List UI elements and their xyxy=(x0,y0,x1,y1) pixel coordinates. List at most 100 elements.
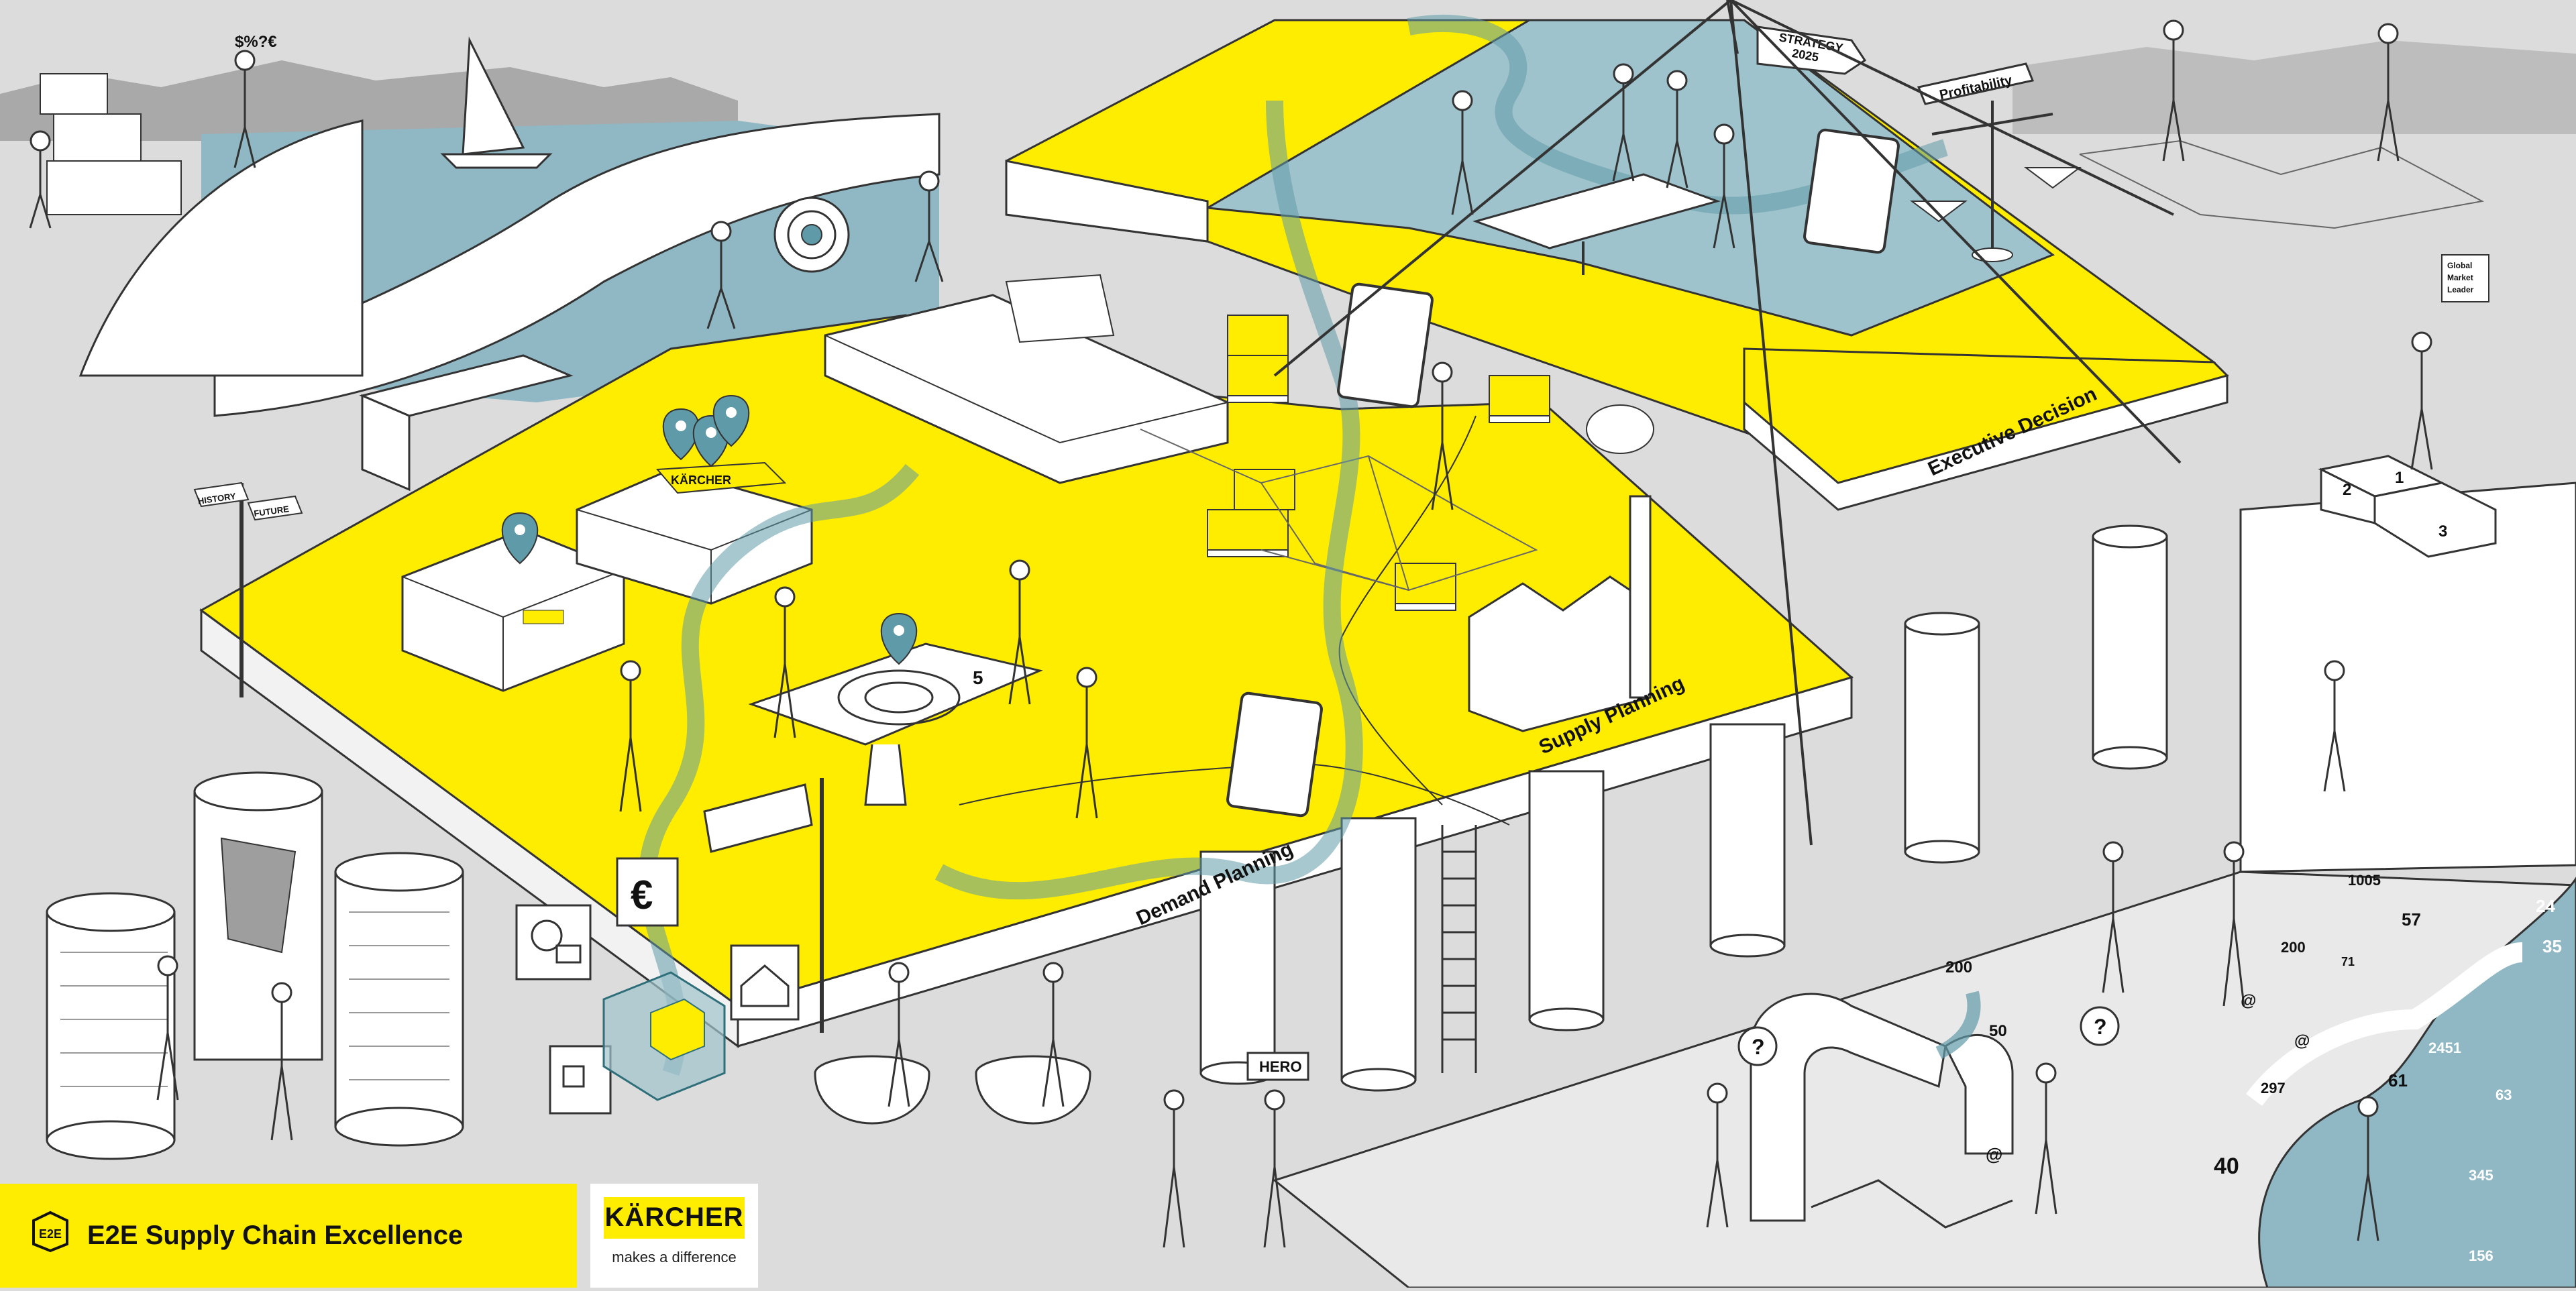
footer-title: E2E Supply Chain Excellence xyxy=(87,1221,464,1250)
number-label: 5 xyxy=(973,667,983,688)
number-label: 57 xyxy=(2402,909,2421,930)
number-label: 50 xyxy=(1989,1022,2007,1040)
location-pin-icon xyxy=(712,394,750,447)
number-label: 63 xyxy=(2496,1086,2512,1103)
person xyxy=(2222,841,2245,1007)
pillar xyxy=(1709,723,1786,958)
hero-sign: HERO xyxy=(1246,1052,1309,1081)
brand-footer xyxy=(0,1184,577,1288)
karcher-tagline: makes a difference xyxy=(612,1249,737,1266)
person xyxy=(233,50,256,168)
right-wall xyxy=(2239,482,2576,873)
number-label: 71 xyxy=(2341,955,2355,968)
person xyxy=(1713,123,1735,249)
location-pins xyxy=(501,394,918,665)
pillar xyxy=(1528,770,1605,1031)
number-label: 156 xyxy=(2469,1247,2493,1264)
pallet xyxy=(1227,315,1289,403)
number-label: 61 xyxy=(2388,1070,2408,1090)
question-bubbles: ? ? xyxy=(1737,1006,2120,1066)
pillar xyxy=(1340,817,1417,1092)
market-leader-line2: Market xyxy=(2447,273,2473,282)
pallet xyxy=(40,73,182,215)
number-label: 215 xyxy=(2361,1019,2386,1036)
podium-1: 1 xyxy=(2395,469,2404,487)
silo xyxy=(193,771,323,1061)
planning-table xyxy=(748,642,1043,806)
pillar xyxy=(1199,850,1276,1085)
market-leader-line1: Global xyxy=(2447,261,2472,270)
karcher-logo-bar xyxy=(604,1197,745,1239)
factory xyxy=(1468,404,1654,732)
person xyxy=(2162,19,2185,162)
person xyxy=(619,660,642,812)
person xyxy=(888,962,910,1107)
location-pin-icon xyxy=(662,408,700,461)
mountains-right xyxy=(2012,40,2576,134)
euro-symbol: € xyxy=(631,873,653,917)
direction-signpost: HISTORY FUTURE xyxy=(193,482,303,697)
curved-wall xyxy=(78,119,364,377)
executive-table xyxy=(1472,173,1721,275)
person xyxy=(2102,841,2125,993)
sailboat xyxy=(440,36,553,169)
e2e-badge-icon: E2E xyxy=(27,1207,74,1254)
number-label: 297 xyxy=(2261,1080,2286,1097)
pallet-stacks xyxy=(40,73,1550,611)
person xyxy=(1042,962,1065,1107)
mountains-left xyxy=(0,60,738,141)
e2e-badge-text: E2E xyxy=(39,1227,62,1241)
silos xyxy=(46,771,464,1160)
tablets xyxy=(1226,128,1900,818)
question-mark-2: ? xyxy=(2094,1015,2107,1039)
silo-hole xyxy=(220,837,297,954)
person xyxy=(270,982,293,1141)
pillars xyxy=(1199,524,2168,1092)
person xyxy=(1263,1089,1286,1248)
warehouse-icon xyxy=(730,944,800,1021)
person xyxy=(706,221,736,329)
people xyxy=(29,19,2433,1248)
number-label: 35 xyxy=(2542,936,2562,956)
hero-label: HERO xyxy=(1259,1058,1302,1075)
money-symbols: $%?€ xyxy=(235,33,277,51)
rigging-lines xyxy=(1273,0,2182,846)
euro-icon: € xyxy=(616,857,679,927)
person xyxy=(773,586,796,738)
broken-pipe xyxy=(1750,991,2014,1222)
person xyxy=(2410,331,2433,470)
distribution-center xyxy=(824,274,1229,484)
cauldron xyxy=(814,1055,930,1125)
person xyxy=(1451,90,1474,215)
pallet xyxy=(1207,469,1295,557)
number-label: 1005 xyxy=(2348,872,2381,889)
winners-podium: 2 1 3 xyxy=(2318,455,2497,558)
floor-crack xyxy=(1811,1179,2013,1229)
network-lines xyxy=(1140,139,2485,592)
person xyxy=(2377,23,2400,162)
delivery-time-icon xyxy=(515,904,592,980)
number-label: @ xyxy=(2241,992,2256,1010)
number-label: 200 xyxy=(1945,958,1972,976)
person xyxy=(1075,667,1098,819)
location-pin-icon xyxy=(501,512,539,565)
podium-2: 2 xyxy=(2343,481,2351,499)
karcher-logo-text: KÄRCHER xyxy=(604,1202,744,1232)
rope-ladder xyxy=(1441,825,1477,1073)
pallet xyxy=(1395,563,1456,611)
archery-target xyxy=(773,197,850,273)
exec-yellow-ledge xyxy=(1743,347,2229,484)
person xyxy=(2035,1062,2057,1215)
person xyxy=(1612,63,1635,182)
person xyxy=(2357,1096,2379,1241)
data-cube xyxy=(602,971,726,1101)
number-label: 2451 xyxy=(2428,1040,2461,1056)
data-wave xyxy=(2246,877,2576,1289)
person xyxy=(1666,70,1688,188)
person xyxy=(1706,1082,1729,1228)
cauldrons xyxy=(814,1055,1091,1125)
person xyxy=(1431,361,1454,510)
person xyxy=(2323,660,2346,792)
market-leader-card: Global Market Leader xyxy=(2441,254,2489,302)
